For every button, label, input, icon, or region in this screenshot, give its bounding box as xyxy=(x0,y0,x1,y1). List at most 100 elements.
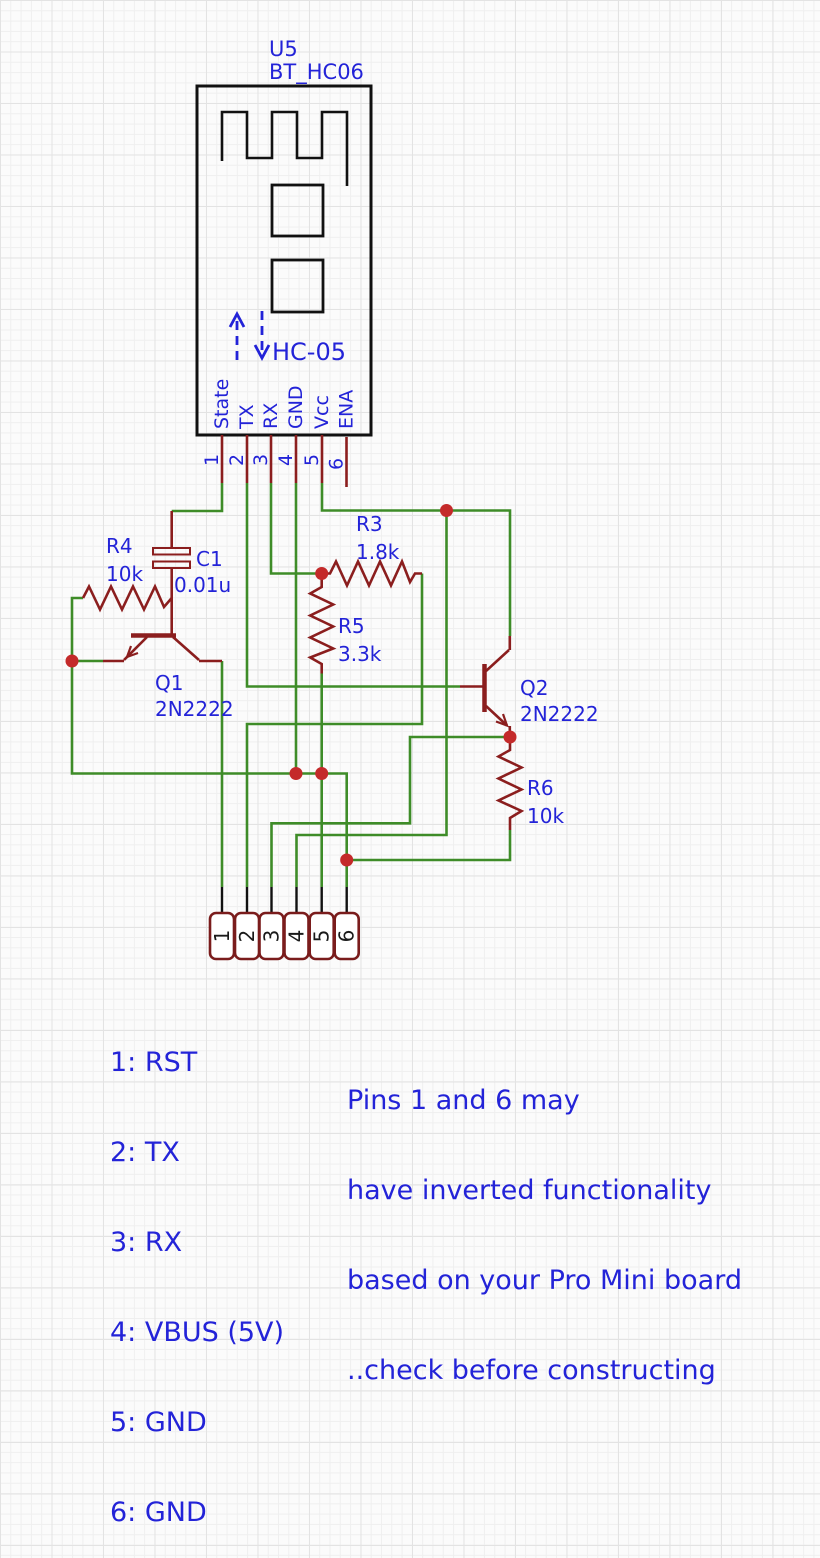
r4-value: 10k xyxy=(106,562,143,586)
wire-rx-to-r3[interactable] xyxy=(269,483,322,575)
svg-text:RX: RX xyxy=(260,403,282,429)
note-line: based on your Pro Mini board xyxy=(347,1265,742,1296)
r6-value: 10k xyxy=(527,804,564,828)
legend-line: 2: TX xyxy=(110,1137,180,1168)
svg-text:1: 1 xyxy=(210,930,234,943)
module-pin-stubs xyxy=(220,435,348,487)
wire-state-to-c1[interactable] xyxy=(171,483,224,513)
c1-plate-top xyxy=(152,547,191,556)
q1-ref: Q1 xyxy=(155,671,183,695)
wire-tx-to-q2-base[interactable] xyxy=(245,483,460,688)
wire-gnd-rail[interactable] xyxy=(70,596,349,887)
q2-ref: Q2 xyxy=(520,676,548,700)
junction-dot xyxy=(440,504,453,517)
resistor-r4[interactable]: R4 10k xyxy=(81,534,173,613)
svg-text:GND: GND xyxy=(285,385,307,429)
r3-ref: R3 xyxy=(356,512,383,536)
pin-header-numbers: 1 2 3 4 5 6 xyxy=(210,930,359,943)
legend-line: 1: RST xyxy=(110,1047,198,1078)
svg-text:6: 6 xyxy=(335,930,359,943)
wire-r3-to-conn-tx[interactable] xyxy=(245,573,424,888)
pin-header[interactable]: 1 2 3 4 5 6 xyxy=(208,887,361,961)
svg-text:State: State xyxy=(211,379,233,429)
legend-line: 4: VBUS (5V) xyxy=(110,1317,285,1348)
pin-header-stubs xyxy=(220,887,348,913)
junction-dot xyxy=(503,730,517,744)
arrow-up-head xyxy=(228,311,246,328)
svg-text:4: 4 xyxy=(285,930,309,943)
direction-arrows xyxy=(228,311,271,361)
header-pin-box xyxy=(333,911,361,961)
r3-body[interactable] xyxy=(321,558,422,589)
module-pin-names: State TX RX GND Vcc ENA xyxy=(211,379,358,430)
transistor-q2[interactable]: Q2 2N2222 xyxy=(460,636,599,737)
svg-text:1: 1 xyxy=(201,454,223,466)
antenna-icon xyxy=(220,110,349,186)
resistor-r3[interactable]: R3 1.8k xyxy=(321,512,422,589)
svg-text:TX: TX xyxy=(236,404,258,430)
svg-text:5: 5 xyxy=(310,930,334,943)
r5-ref: R5 xyxy=(338,614,365,638)
junction-dot xyxy=(315,767,329,780)
transistor-q1[interactable]: Q1 2N2222 xyxy=(103,633,234,722)
svg-text:2: 2 xyxy=(226,454,248,466)
r5-value: 3.3k xyxy=(338,642,382,666)
r4-body[interactable] xyxy=(81,583,173,613)
junction-dot xyxy=(289,767,303,780)
arrow-down-head xyxy=(253,344,271,361)
module-pin-numbers: 1 2 3 4 5 6 xyxy=(201,454,348,470)
q1-collector xyxy=(172,636,200,661)
resistor-r5[interactable]: R5 3.3k xyxy=(307,573,382,674)
r3-value: 1.8k xyxy=(356,540,400,564)
junction-dots xyxy=(65,504,517,867)
wire-net[interactable] xyxy=(70,483,512,888)
module-outline[interactable] xyxy=(195,84,373,437)
note-line: ..check before constructing xyxy=(347,1355,716,1386)
bt-module[interactable]: U5 BT_HC06 HC-05 State TX RX GND Vcc ENA xyxy=(195,37,373,487)
junction-dot xyxy=(315,567,329,580)
junction-dot xyxy=(340,853,354,867)
note-line: Pins 1 and 6 may xyxy=(347,1085,580,1116)
module-ref: U5 xyxy=(269,37,298,61)
module-chip-square-1 xyxy=(270,183,325,238)
note-line: have inverted functionality xyxy=(347,1175,712,1206)
svg-text:2: 2 xyxy=(235,930,259,943)
q2-emitter-arrow-icon xyxy=(495,713,509,728)
q2-part: 2N2222 xyxy=(520,702,599,726)
junction-dot xyxy=(65,654,79,668)
svg-text:3: 3 xyxy=(260,930,284,943)
svg-text:6: 6 xyxy=(326,458,348,470)
wire-r6-to-gnd[interactable] xyxy=(346,830,512,862)
r6-body[interactable] xyxy=(495,737,525,830)
capacitor-c1[interactable]: C1 0.01u xyxy=(152,511,231,634)
legend-line: 5: GND xyxy=(110,1407,207,1438)
module-chip-square-2 xyxy=(270,258,325,314)
r5-body[interactable] xyxy=(307,573,337,674)
svg-text:ENA: ENA xyxy=(336,390,358,429)
warning-note[interactable]: Pins 1 and 6 may have inverted functiona… xyxy=(347,1026,742,1416)
schematic-drawing: U5 BT_HC06 HC-05 State TX RX GND Vcc ENA xyxy=(65,37,599,961)
r4-ref: R4 xyxy=(106,534,133,558)
wire-vbus-riser[interactable] xyxy=(295,510,448,888)
c1-ref: C1 xyxy=(196,547,223,571)
resistor-r6[interactable]: R6 10k xyxy=(495,737,565,830)
q2-collector xyxy=(485,649,510,672)
svg-text:5: 5 xyxy=(301,454,323,466)
q2-emitter xyxy=(485,705,508,727)
q1-emitter-arrow-icon xyxy=(125,645,139,659)
c1-plate-bottom xyxy=(152,560,191,569)
svg-text:3: 3 xyxy=(250,454,272,466)
svg-text:4: 4 xyxy=(275,454,297,466)
wire-conn-rx-to-q2[interactable] xyxy=(270,735,511,887)
module-chip-label: HC-05 xyxy=(272,338,346,366)
svg-text:Vcc: Vcc xyxy=(311,395,333,429)
pin-header-boxes[interactable] xyxy=(208,911,361,961)
module-part: BT_HC06 xyxy=(269,60,364,85)
wire-vcc-rail[interactable] xyxy=(320,483,512,636)
legend-line: 6: GND xyxy=(110,1497,207,1528)
legend-line: 3: RX xyxy=(110,1227,183,1258)
pin-legend[interactable]: 1: RST 2: TX 3: RX 4: VBUS (5V) 5: GND 6… xyxy=(110,988,284,1558)
q1-part: 2N2222 xyxy=(155,697,234,721)
r6-ref: R6 xyxy=(527,776,554,800)
